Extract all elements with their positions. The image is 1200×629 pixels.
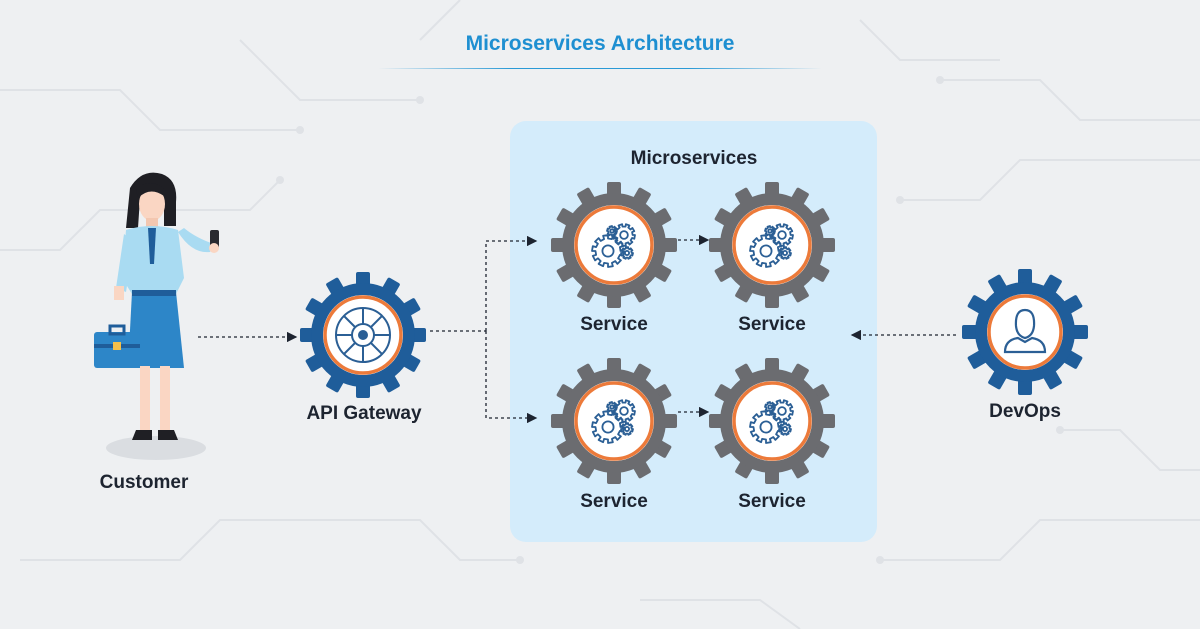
service-label-top-right: Service xyxy=(738,314,806,335)
customer-label: Customer xyxy=(99,472,189,493)
service-label-top-left: Service xyxy=(580,314,648,335)
api-gateway-label: API Gateway xyxy=(306,403,422,424)
microservices-heading: Microservices xyxy=(630,148,758,169)
devops-label: DevOps xyxy=(989,401,1061,422)
service-gear-bottom-left[interactable] xyxy=(551,358,677,484)
service-gear-top-right[interactable] xyxy=(709,182,835,308)
page-title: Microservices Architecture xyxy=(465,32,735,55)
service-label-bottom-right: Service xyxy=(738,491,806,512)
customer-person-icon xyxy=(94,172,219,460)
title-underline xyxy=(378,68,822,69)
service-label-bottom-left: Service xyxy=(580,491,648,512)
devops-gear[interactable] xyxy=(962,269,1088,395)
service-gear-bottom-right[interactable] xyxy=(709,358,835,484)
arrow-gateway-to-service-top xyxy=(485,235,538,331)
cogs-icon xyxy=(749,223,794,268)
gateway-gear-icon xyxy=(335,307,391,363)
microservices-panel xyxy=(510,121,877,542)
cogs-icon xyxy=(591,399,636,444)
user-icon xyxy=(1003,308,1047,354)
arrow-gateway-to-service-bottom xyxy=(485,331,538,424)
cogs-icon xyxy=(591,223,636,268)
cogs-icon xyxy=(749,399,794,444)
api-gateway-gear[interactable] xyxy=(300,272,426,398)
service-gear-top-left[interactable] xyxy=(551,182,677,308)
